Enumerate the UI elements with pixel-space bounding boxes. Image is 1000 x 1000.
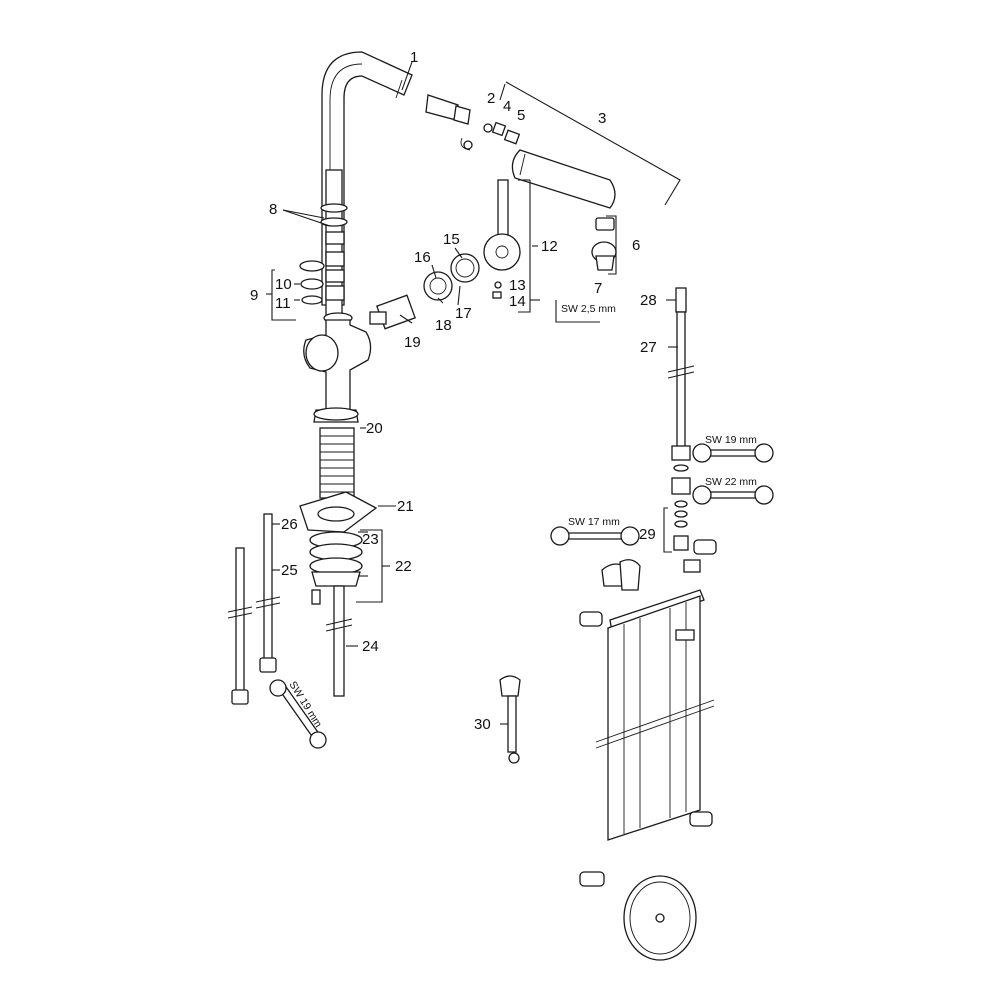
wrench-icons — [550, 443, 774, 546]
callout-23: 23 — [362, 531, 379, 548]
callout-5: 5 — [517, 107, 525, 124]
callout-10: 10 — [275, 276, 292, 293]
supply-hoses — [227, 513, 327, 749]
callout-26: 26 — [281, 516, 298, 533]
callout-3: 3 — [598, 110, 606, 127]
callout-labels: 1 2 3 4 5 6 7 8 9 10 11 12 13 14 15 16 1… — [250, 49, 657, 733]
callout-25: 25 — [281, 562, 298, 579]
mixer-body — [299, 169, 378, 697]
callout-8: 8 — [269, 201, 277, 218]
cartridge-lever-group — [369, 179, 531, 330]
handle-tool — [499, 675, 521, 764]
wrench-22-label: SW 22 mm — [705, 476, 757, 488]
callout-30: 30 — [474, 716, 491, 733]
hex-key-size-label: SW 2,5 mm — [561, 303, 616, 315]
callout-4: 4 — [503, 98, 511, 115]
callout-28: 28 — [640, 292, 657, 309]
callout-14: 14 — [509, 293, 526, 310]
leader-lines — [266, 61, 678, 725]
callout-24: 24 — [362, 638, 379, 655]
callout-18: 18 — [435, 317, 452, 334]
callout-1: 1 — [410, 49, 418, 66]
callout-11: 11 — [275, 295, 291, 312]
callout-15: 15 — [443, 231, 460, 248]
callout-12: 12 — [541, 238, 558, 255]
callout-6: 6 — [632, 237, 640, 254]
right-hose — [667, 287, 717, 573]
wrench-19-label: SW 19 mm — [705, 434, 757, 446]
callout-29: 29 — [639, 526, 656, 543]
aerator-parts — [591, 215, 617, 275]
callout-21: 21 — [397, 498, 414, 515]
callout-16: 16 — [414, 249, 431, 266]
callout-19: 19 — [404, 334, 421, 351]
callout-17: 17 — [455, 305, 472, 322]
hex-key-tool — [555, 300, 600, 323]
callout-20: 20 — [366, 420, 383, 437]
mounting-rail — [579, 559, 715, 961]
callout-2: 2 — [487, 90, 495, 107]
callout-22: 22 — [395, 558, 412, 575]
wrench-17-label: SW 17 mm — [568, 516, 620, 528]
callout-9: 9 — [250, 287, 258, 304]
callout-27: 27 — [640, 339, 657, 356]
callout-7: 7 — [594, 280, 602, 297]
callout-13: 13 — [509, 277, 526, 294]
